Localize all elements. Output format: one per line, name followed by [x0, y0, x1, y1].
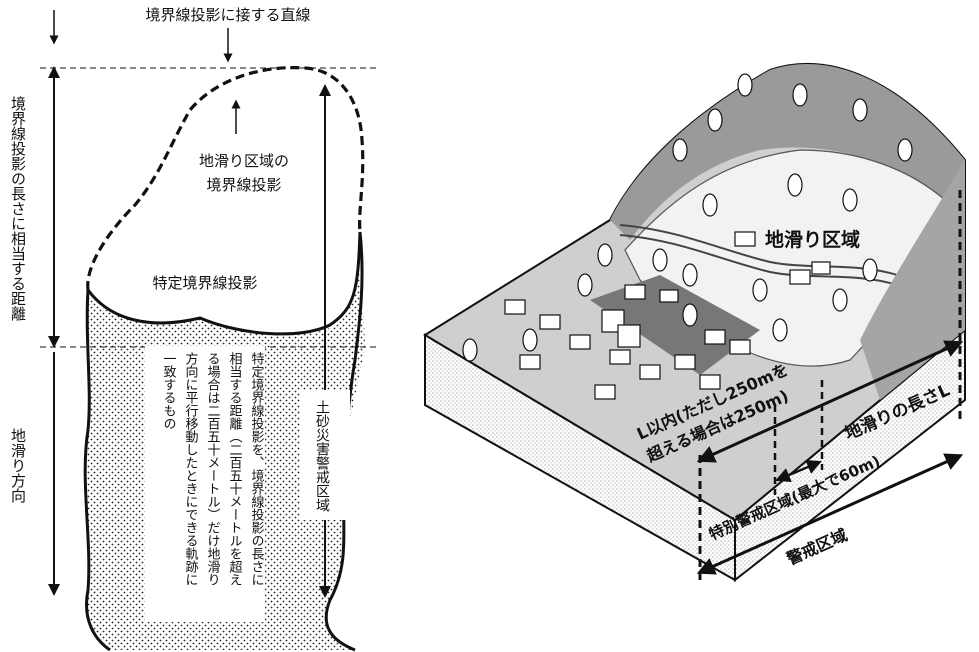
body-text-col-2: 相当する距離（二百五十メートルを超え	[227, 352, 243, 586]
zone-label-box	[300, 390, 350, 520]
body-text: 特定境界線投影を、境界線投影の長さに 相当する距離（二百五十メートルを超え る場…	[161, 351, 265, 586]
boundary-projection-dashed	[86, 66, 365, 291]
road-edge	[619, 234, 901, 287]
direction-label: 地滑り方向	[9, 428, 27, 503]
length-L-arrow	[696, 340, 964, 463]
body-text-col-4: 方向に平行移動したときにできる軌跡に	[183, 351, 199, 586]
left-diagram: 境界線投影に接する直線 地滑り区域の 境界線投影 特定境界線投影 境界線投影の長…	[9, 6, 380, 652]
boundary-label-2: 境界線投影	[206, 176, 281, 194]
forest-area	[610, 64, 965, 240]
warning-zone-arrow	[696, 453, 964, 575]
trees	[462, 73, 913, 362]
specific-boundary-line	[86, 231, 362, 336]
specific-label: 特定境界線投影	[152, 274, 257, 292]
body-text-col-1: 特定境界線投影を、境界線投影の長さに	[249, 352, 265, 586]
right-diagram: 地滑り区域 地滑りの長さL L以内(ただし250mを 超える場合は250m) 特…	[423, 63, 966, 583]
body-text-box	[145, 346, 265, 622]
top-label: 境界線投影に接する直線	[145, 6, 310, 24]
cliff-shading	[860, 160, 965, 400]
warning-zone-label: 土砂災害警戒区域	[314, 400, 330, 512]
body-text-col-5: 一致するもの	[161, 352, 177, 430]
body-text-col-3: る場合は二百五十メートル）だけ地滑り	[205, 352, 221, 586]
left-edge-line	[83, 289, 111, 652]
length-label: 境界線投影の長さに相当する距離	[9, 95, 27, 321]
landslide-area-label: 地滑り区域	[765, 228, 860, 251]
boundary-label-1: 地滑り区域の	[199, 152, 289, 170]
road	[619, 224, 901, 277]
